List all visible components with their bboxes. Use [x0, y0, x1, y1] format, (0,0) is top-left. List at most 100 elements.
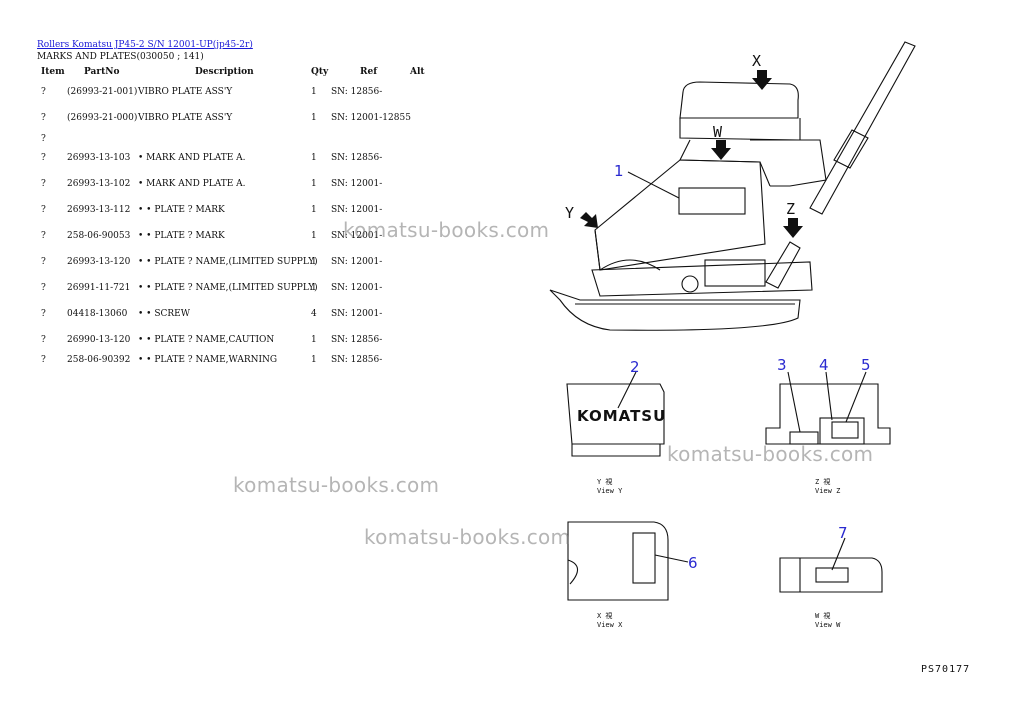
- col-header-partno: PartNo: [84, 67, 120, 77]
- row-item: ?: [41, 134, 46, 144]
- watermark: komatsu-books.com: [364, 525, 571, 549]
- table-row: ? 26993-13-112 • • PLATE ? MARK 1 SN: 12001-: [0, 205, 560, 219]
- row-item: ?: [41, 257, 46, 267]
- figure-code: PS70177: [921, 664, 971, 675]
- page-subtitle: MARKS AND PLATES(030050 ; 141): [37, 52, 204, 62]
- table-row: ? 258-06-90392 • • PLATE ? NAME,WARNING 1 SN…: [0, 355, 560, 369]
- row-qty: 4: [311, 309, 317, 319]
- watermark: komatsu-books.com: [233, 473, 440, 497]
- row-item: ?: [41, 153, 46, 163]
- row-partno: 26993-13-120: [67, 257, 131, 267]
- arrow-w-icon: [711, 140, 731, 160]
- col-header-description: Description: [195, 67, 254, 77]
- table-row: ? 26991-11-721 • • PLATE ? NAME,(LIMITED S…: [0, 283, 560, 297]
- row-qty: 1: [311, 87, 317, 97]
- row-description: VIBRO PLATE ASS'Y: [138, 113, 233, 123]
- row-description: • • PLATE ? MARK: [138, 231, 225, 241]
- row-item: ?: [41, 179, 46, 189]
- row-ref: SN: 12001-: [331, 309, 383, 319]
- col-header-alt: Alt: [410, 67, 425, 77]
- row-item: ?: [41, 231, 46, 241]
- row-ref: SN: 12856-: [331, 335, 383, 345]
- col-header-item: Item: [41, 67, 65, 77]
- row-description: • • PLATE ? MARK: [138, 205, 225, 215]
- row-qty: 1: [311, 113, 317, 123]
- row-ref: SN: 12856-: [331, 153, 383, 163]
- view-letter-z: Z: [786, 200, 795, 218]
- row-qty: 1: [311, 335, 317, 345]
- row-item: ?: [41, 283, 46, 293]
- watermark: komatsu-books.com: [343, 218, 550, 242]
- callout-7: 7: [838, 524, 848, 542]
- callout-4: 4: [819, 356, 829, 374]
- arrow-z-icon: [783, 218, 803, 238]
- callout-3: 3: [777, 356, 787, 374]
- row-item: ?: [41, 309, 46, 319]
- callout-2: 2: [630, 358, 640, 376]
- table-row: ? 26993-13-120 • • PLATE ? NAME,(LIMITED S…: [0, 257, 560, 271]
- row-qty: 1: [311, 179, 317, 189]
- row-description: • MARK AND PLATE A.: [138, 179, 246, 189]
- callout-5: 5: [861, 356, 871, 374]
- view-letter-w: W: [713, 123, 723, 141]
- komatsu-brand-plate: KOMATSU: [577, 407, 666, 425]
- row-ref: SN: 12001-: [331, 205, 383, 215]
- row-ref: SN: 12001-: [331, 231, 383, 241]
- row-item: ?: [41, 205, 46, 215]
- row-ref: SN: 12001-: [331, 179, 383, 189]
- row-partno: 258-06-90053: [67, 231, 131, 241]
- row-qty: 1: [311, 355, 317, 365]
- row-description: • • PLATE ? NAME,(LIMITED SUPPLY): [138, 257, 318, 267]
- breadcrumb-link[interactable]: Rollers Komatsu JP45-2 S/N 12001-UP(jp45…: [37, 40, 253, 50]
- arrow-y-icon: [580, 212, 598, 228]
- callout-6: 6: [688, 554, 698, 572]
- row-description: • • PLATE ? NAME,WARNING: [138, 355, 278, 365]
- row-ref: SN: 12001-: [331, 283, 383, 293]
- row-ref: SN: 12001-12855: [331, 113, 411, 123]
- row-item: ?: [41, 87, 46, 97]
- arrow-x-icon: [752, 70, 772, 90]
- row-ref: SN: 12001-: [331, 257, 383, 267]
- table-row: ? 26990-13-120 • • PLATE ? NAME,CAUTION 1 SN…: [0, 335, 560, 349]
- row-partno: 26990-13-120: [67, 335, 131, 345]
- row-item: ?: [41, 355, 46, 365]
- row-partno: 26991-11-721: [67, 283, 131, 293]
- row-description: • • PLATE ? NAME,CAUTION: [138, 335, 275, 345]
- row-ref: SN: 12856-: [331, 87, 383, 97]
- row-partno: (26993-21-001): [67, 87, 138, 97]
- col-header-qty: Qty: [311, 67, 329, 77]
- row-partno: 04418-13060: [67, 309, 128, 319]
- row-partno: 26993-13-103: [67, 153, 131, 163]
- table-row: ? 258-06-90053 • • PLATE ? MARK 1 SN: 12001-: [0, 231, 560, 245]
- row-qty: 1: [311, 205, 317, 215]
- col-header-ref: Ref: [360, 67, 378, 77]
- table-row: ? 04418-13060 • • SCREW 4 SN: 12001-: [0, 309, 560, 323]
- view-letter-y: Y: [565, 204, 574, 222]
- row-description: • MARK AND PLATE A.: [138, 153, 246, 163]
- callout-1: 1: [614, 162, 624, 180]
- row-qty: 1: [311, 257, 317, 267]
- row-ref: SN: 12856-: [331, 355, 383, 365]
- row-description: • • PLATE ? NAME,(LIMITED SUPPLY): [138, 283, 318, 293]
- row-partno: 258-06-90392: [67, 355, 131, 365]
- watermark: komatsu-books.com: [667, 442, 874, 466]
- row-qty: 1: [311, 153, 317, 163]
- row-item: ?: [41, 335, 46, 345]
- table-row: ?: [0, 134, 560, 148]
- table-row: ? (26993-21-001)VIBRO PLATE ASS'Y 1 SN: 128…: [0, 87, 560, 101]
- view-letter-x: X: [752, 52, 761, 70]
- row-partno: 26993-13-112: [67, 205, 131, 215]
- row-description: • • SCREW: [138, 309, 190, 319]
- row-description: VIBRO PLATE ASS'Y: [138, 87, 233, 97]
- table-row: ? 26993-13-103 • MARK AND PLATE A. 1 SN: 128…: [0, 153, 560, 167]
- row-qty: 1: [311, 231, 317, 241]
- row-qty: 1: [311, 283, 317, 293]
- row-item: ?: [41, 113, 46, 123]
